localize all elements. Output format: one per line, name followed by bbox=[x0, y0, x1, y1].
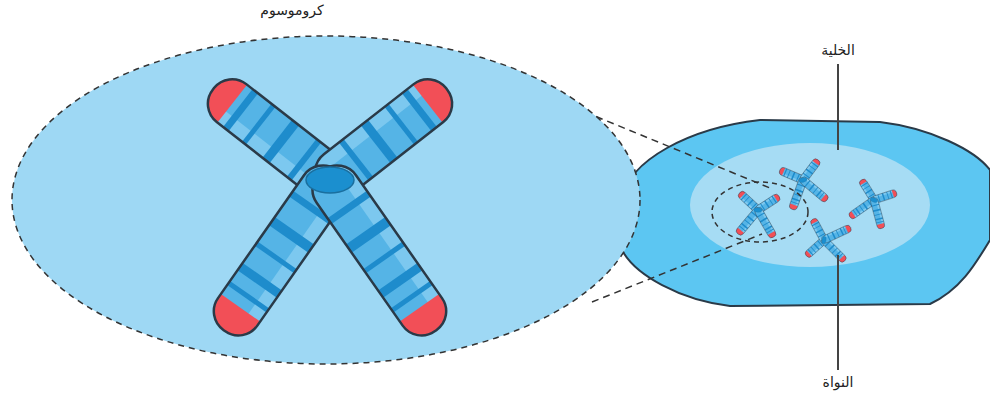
cell-outline bbox=[622, 120, 990, 306]
small-chromosome bbox=[776, 155, 833, 213]
small-chromosome bbox=[844, 175, 900, 232]
magnified-view bbox=[12, 36, 640, 364]
chromosome bbox=[194, 66, 466, 346]
small-chromosome bbox=[732, 189, 782, 240]
zoom-circle bbox=[712, 182, 808, 242]
drawing-part bbox=[732, 189, 782, 240]
part-label: النواة bbox=[823, 374, 854, 391]
drawing-part bbox=[844, 175, 900, 232]
leader-line bbox=[837, 255, 839, 370]
drawing-part bbox=[802, 215, 854, 266]
drawing-part bbox=[776, 155, 833, 213]
leader-line bbox=[837, 64, 839, 150]
small-chromosome bbox=[802, 215, 854, 266]
part-label: كروموسوم bbox=[260, 2, 324, 19]
part-label: الخلية bbox=[821, 42, 855, 59]
drawing-part bbox=[194, 66, 466, 346]
